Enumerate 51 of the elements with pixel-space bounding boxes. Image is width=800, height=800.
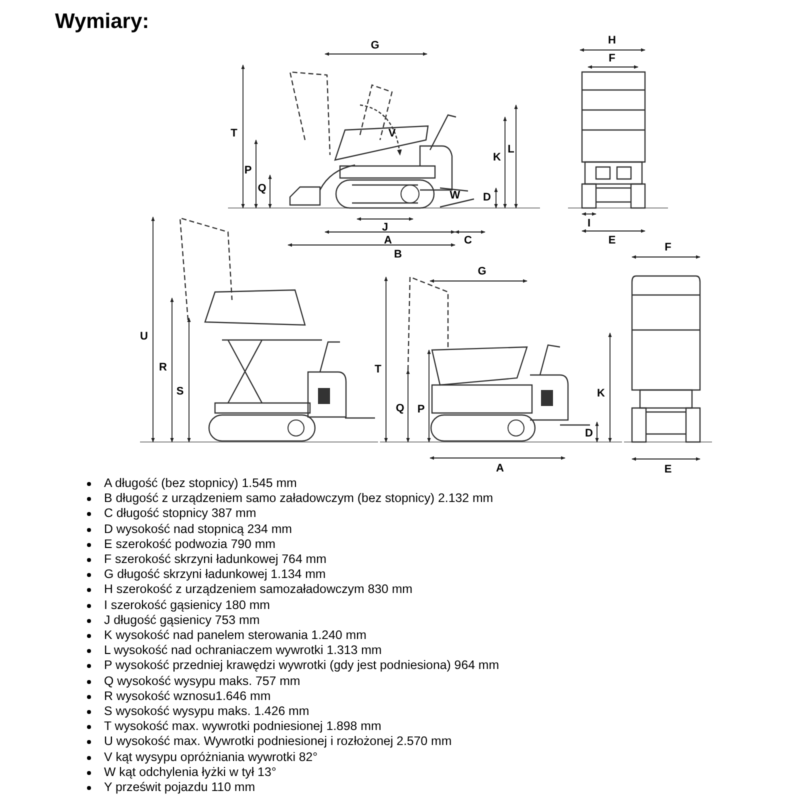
dimension-label: T (374, 364, 382, 376)
dimension-label: P (417, 404, 425, 416)
list-item: C długość stopnicy 387 mm (104, 506, 256, 520)
dimension-label: J (382, 222, 388, 234)
dimension-label: W (450, 190, 460, 202)
dimension-label: L (508, 144, 514, 156)
dimension-label: K (597, 388, 605, 400)
dimension-label: B (394, 250, 402, 260)
list-item: E szerokość podwozia 790 mm (104, 536, 276, 551)
list-item: J długość gąsienicy 753 mm (104, 612, 260, 627)
list-item: Q wysokość wysypu maks. 757 mm (104, 674, 300, 688)
dimension-label: H (608, 36, 616, 46)
dimension-label: A (384, 236, 392, 246)
list-item: F szerokość skrzyni ładunkowej 764 mm (104, 552, 326, 566)
list-item: S wysokość wysypu maks. 1.426 mm (104, 704, 310, 718)
dimension-label: C (464, 236, 472, 246)
dimension-label: A (496, 464, 504, 474)
dimension-label: D (483, 192, 491, 204)
list-item: G długość skrzyni ładunkowej 1.134 mm (104, 567, 326, 582)
title: Wymiary: (55, 10, 150, 34)
dimension-label: K (493, 152, 501, 164)
list-item: Y prześwit pojazdu 110 mm (104, 780, 256, 794)
dimension-label: G (370, 40, 380, 52)
list-item: A długość (bez stopnicy) 1.545 mm (104, 476, 297, 490)
list-item: T wysokość max. wywrotki podniesionej 1.898 mm (104, 719, 382, 734)
dimension-label: D (585, 428, 593, 440)
dimension-label: S (176, 386, 184, 398)
dimension-label: R (159, 362, 167, 374)
list-item: K wysokość nad panelem sterowania 1.240 mm (104, 628, 366, 642)
list-item: P wysokość przedniej krawędzi wywrotki (gdy jest podniesiona) 964 mm (104, 658, 500, 672)
dimension-label: Q (396, 404, 404, 414)
dimension-label: T (230, 128, 238, 140)
list-item: R wysokość wznosu1.646 mm (104, 688, 271, 703)
list-item: B długość z urządzeniem samo załadowczym (bez stopnicy) 2.132 mm (104, 491, 494, 506)
dimension-label: P (244, 166, 252, 176)
dimension-label: G (478, 266, 486, 278)
list-item: I szerokość gąsienicy 180 mm (104, 598, 270, 612)
dimension-label: V (388, 128, 396, 140)
dimension-label: F (664, 242, 672, 254)
list-item: W kąt odchylenia łyżki w tył 13° (104, 764, 276, 779)
dimension-label: F (608, 54, 616, 64)
dimension-label: U (140, 332, 148, 342)
dimension-label: Q (258, 184, 266, 194)
dimension-label: I (587, 218, 591, 230)
list-item: V kąt wysypu opróżniania wywrotki 82° (104, 750, 318, 764)
list-item: U wysokość max. Wywrotki podniesionej i rozłożonej 2.570 mm (104, 734, 452, 748)
list-item: D wysokość nad stopnicą 234 mm (104, 522, 292, 536)
list-item: L wysokość nad ochraniaczem wywrotki 1.313 mm (104, 643, 382, 658)
dimension-label: E (608, 236, 616, 246)
dimension-label: E (664, 464, 672, 476)
list-item: H szerokość z urządzeniem samozaładowczym 830 mm (104, 582, 412, 596)
